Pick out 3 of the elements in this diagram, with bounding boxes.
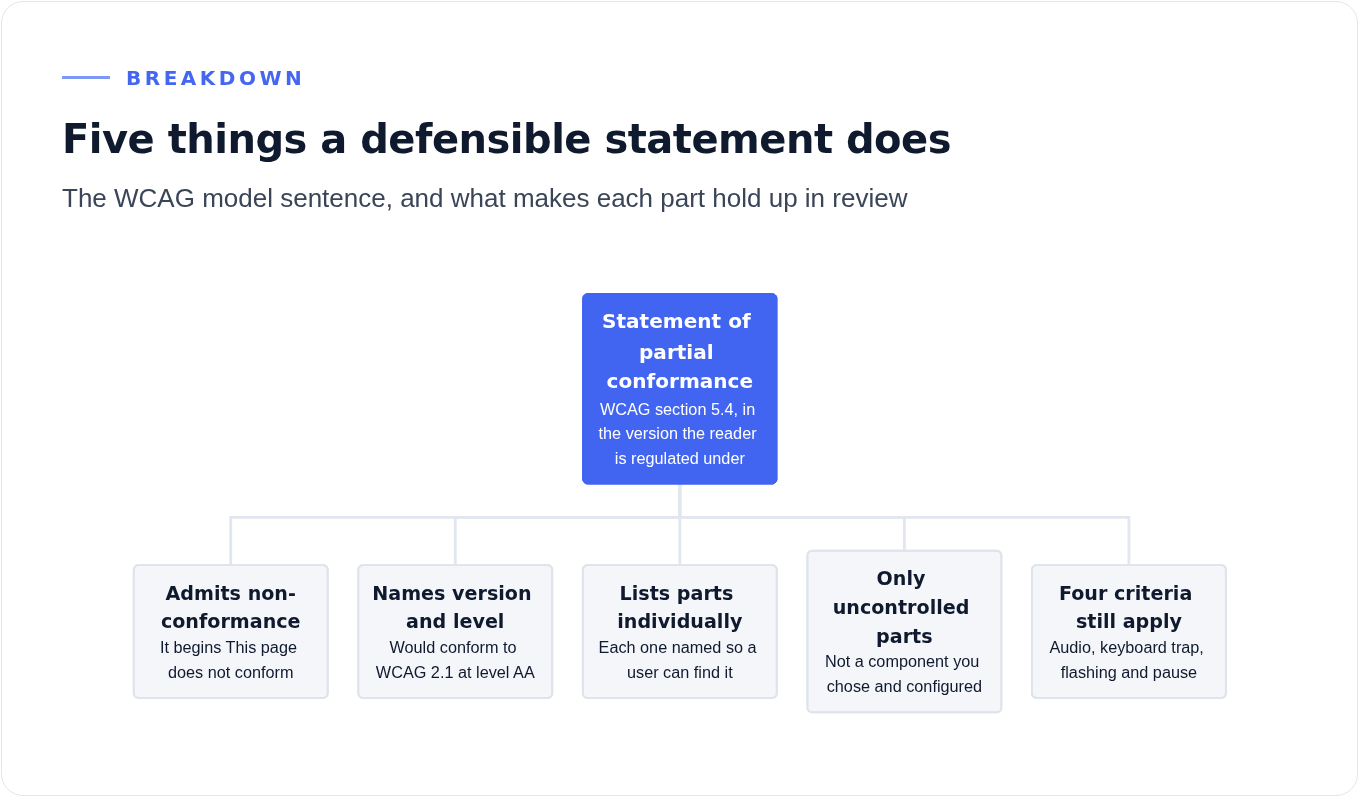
- subtitle: The WCAG model sentence, and what makes each part hold up in review: [62, 183, 908, 214]
- eyebrow-label: BREAKDOWN: [126, 66, 306, 90]
- title: Five things a defensible statement does: [62, 116, 951, 162]
